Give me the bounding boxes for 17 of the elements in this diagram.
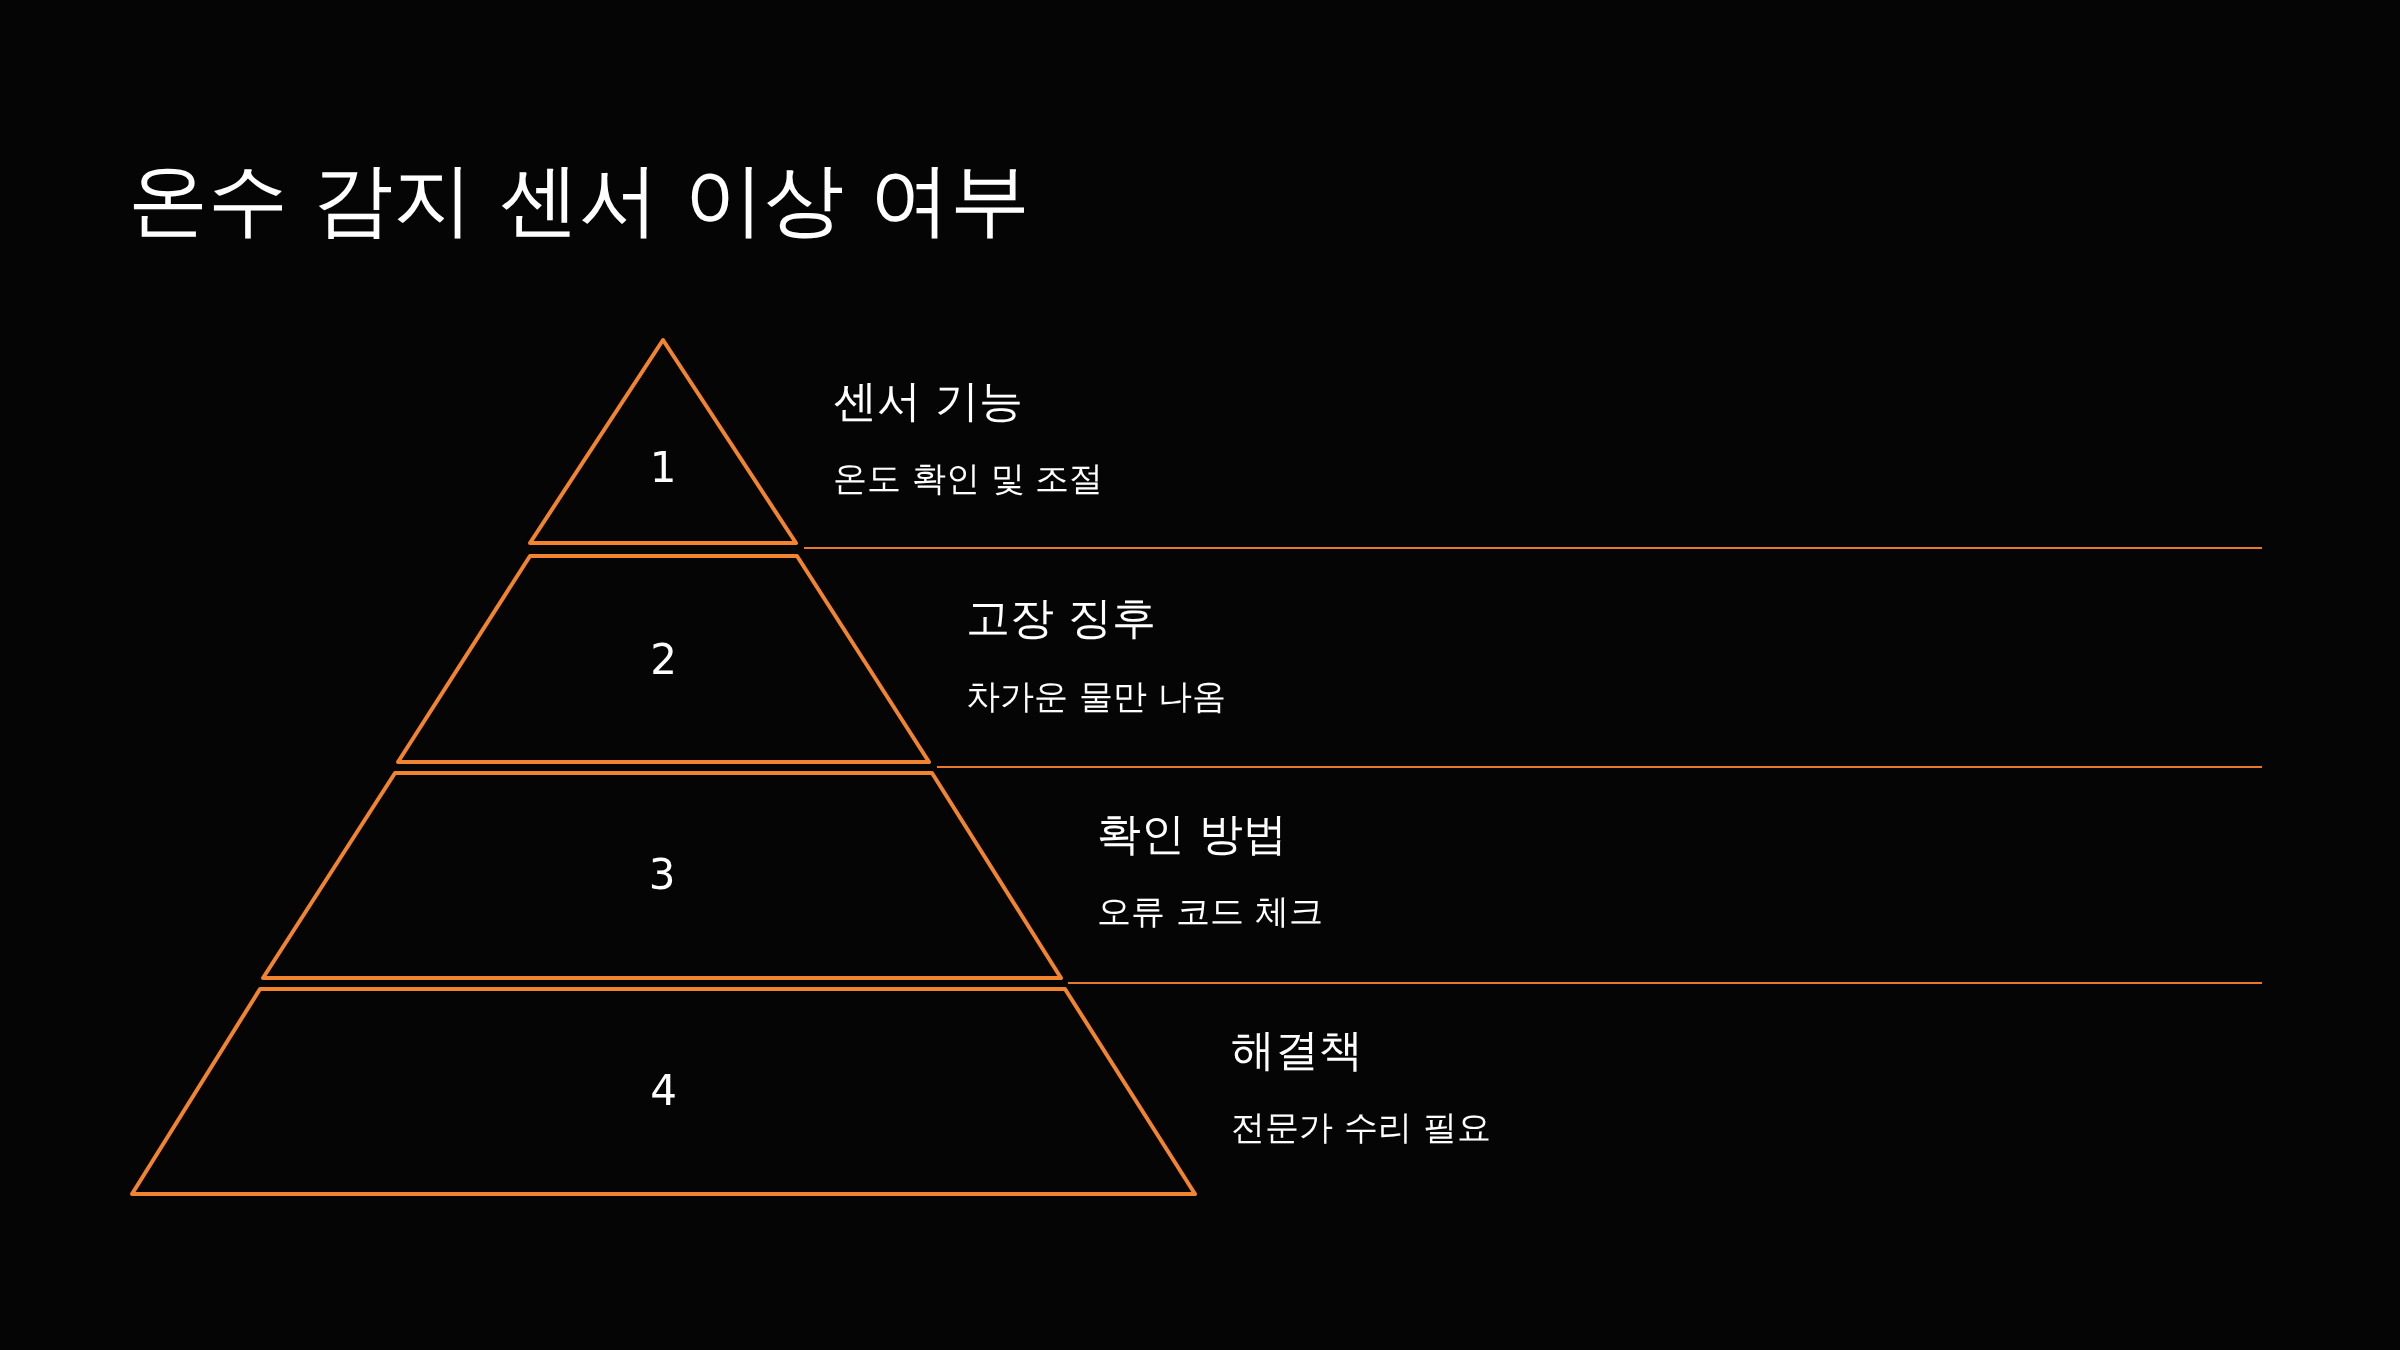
level-description: 오류 코드 체크: [1097, 894, 1323, 928]
level-description: 온도 확인 및 조절: [833, 461, 1104, 495]
level-heading: 센서 기능: [833, 379, 1023, 423]
level-description: 전문가 수리 필요: [1231, 1110, 1491, 1144]
level-number: 4: [649, 1070, 678, 1112]
pyramid-apex: [530, 340, 796, 543]
level-number: 3: [647, 854, 677, 896]
level-number: 1: [648, 447, 678, 489]
level-heading: 해결책: [1231, 1028, 1363, 1072]
level-heading: 확인 방법: [1097, 812, 1287, 856]
level-description: 차가운 물만 나옴: [966, 679, 1226, 713]
title: 온수 감지 센서 이상 여부: [128, 152, 1030, 248]
pyramid-level: [132, 989, 1195, 1194]
level-heading: 고장 징후: [966, 596, 1156, 640]
pyramid-level: [398, 556, 929, 762]
level-number: 2: [649, 639, 678, 681]
pyramid-level: [263, 773, 1061, 978]
